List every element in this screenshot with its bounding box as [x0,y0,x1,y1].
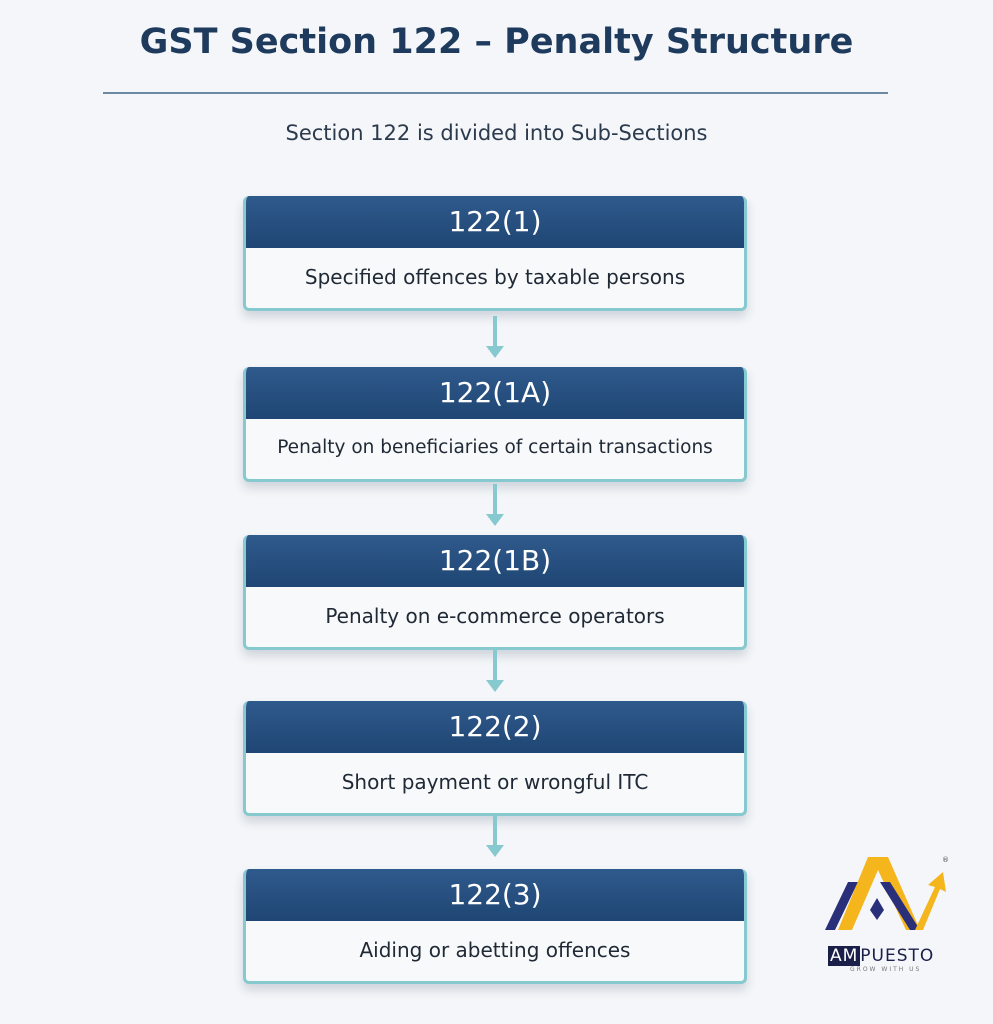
registered-mark: ® [942,856,949,864]
section-box-122-2: 122(2) Short payment or wrongful ITC [243,701,747,816]
subtitle: Section 122 is divided into Sub-Sections [285,121,708,145]
section-description: Penalty on beneficiaries of certain tran… [277,437,713,458]
section-box-122-1b: 122(1B) Penalty on e-commerce operators [243,535,747,650]
section-description: Specified offences by taxable persons [304,265,686,289]
arrow-down-icon [486,650,504,695]
logo-suffix: PUESTO [860,946,935,966]
ampuesto-logo-icon: ® [825,856,949,930]
section-description: Penalty on e-commerce operators [325,604,665,628]
section-code: 122(1B) [246,535,744,587]
section-description: Aiding or abetting offences [359,938,631,962]
arrow-down-icon [486,484,504,529]
logo-prefix: AM [828,946,861,966]
section-description: Short payment or wrongful ITC [341,770,649,794]
section-code: 122(2) [246,701,744,753]
page-title: GST Section 122 – Penalty Structure [139,22,854,62]
title-divider [103,92,888,94]
section-box-122-1: 122(1) Specified offences by taxable per… [243,196,747,311]
logo-tagline: GROW WITH US [850,966,922,973]
arrow-down-icon [486,815,504,860]
section-code: 122(1) [246,196,744,248]
arrow-down-icon [486,316,504,361]
section-box-122-3: 122(3) Aiding or abetting offences [243,869,747,984]
section-box-122-1a: 122(1A) Penalty on beneficiaries of cert… [243,367,747,482]
section-code: 122(1A) [246,367,744,419]
section-code: 122(3) [246,869,744,921]
